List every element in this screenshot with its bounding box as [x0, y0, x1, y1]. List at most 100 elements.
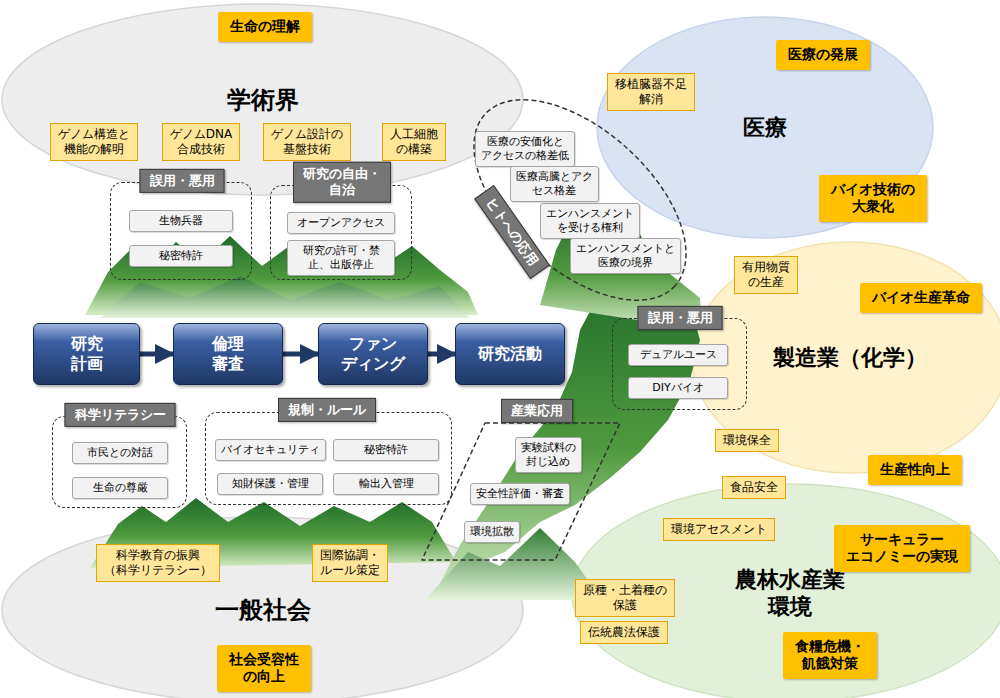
- node-label: 研究活動: [478, 344, 542, 364]
- ellipse-outline: [597, 17, 933, 238]
- text-line: 市民との対話: [87, 446, 153, 459]
- text-line: 医療: [743, 115, 787, 140]
- text-line: 計画: [71, 354, 103, 373]
- issue-item: デュアルユース: [628, 344, 728, 366]
- text-line: 製造業（化学）: [773, 345, 927, 370]
- text-line: 食品安全: [730, 480, 778, 494]
- text-line: バイオセキュリティ: [221, 443, 320, 456]
- text-line: （科学リテラシー）: [104, 563, 212, 577]
- text-line: 機能の解明: [64, 142, 124, 156]
- text-line: 止、出版停止: [308, 258, 374, 271]
- group-heading: 誤用・悪用: [638, 306, 723, 330]
- node-label: DIYバイオ: [652, 381, 703, 395]
- text-line: 原種・土着種の: [583, 583, 667, 597]
- issue-item: 輸出入管理: [333, 473, 439, 495]
- text-line: 生命の理解: [230, 18, 300, 34]
- node-label: ゲノム構造と 機能の解明: [58, 127, 130, 157]
- node-label: オープンアクセス: [297, 216, 385, 230]
- group-heading: 規制・ルール: [278, 398, 376, 422]
- text-line: 環境: [768, 594, 812, 619]
- topic-box: 人工細胞 の構築: [382, 123, 446, 161]
- text-line: 規制・ルール: [288, 402, 366, 417]
- node-label: 知財保護・管理: [232, 477, 309, 491]
- node-label: ゲノム設計の 基盤技術: [271, 127, 343, 157]
- text-line: の向上: [243, 668, 285, 684]
- text-line: エンハンスメント: [546, 207, 634, 220]
- node-label: 食品安全: [730, 480, 778, 495]
- node-label: 社会受容性 の向上: [229, 651, 299, 686]
- issue-item: DIYバイオ: [628, 377, 728, 399]
- node-label: 移植臓器不足 解消: [615, 77, 687, 107]
- issue-item: エンハンスメント を受ける権利: [540, 203, 640, 239]
- text-line: 環境拡散: [470, 525, 514, 538]
- node-label: デュアルユース: [640, 348, 717, 362]
- issue-item: 医療の安価化と アクセスの格差低: [475, 131, 575, 167]
- text-line: 安全性評価・審査: [476, 487, 564, 500]
- process-step: ファン ディング: [318, 323, 428, 385]
- node-label: 環境保全: [723, 433, 771, 448]
- text-line: の構築: [396, 142, 432, 156]
- text-line: 保護: [613, 598, 637, 612]
- goal-box: バイオ技術の 大衆化: [819, 175, 927, 222]
- text-line: セス格差: [532, 184, 576, 197]
- node-label: 倫理 審査: [212, 334, 244, 374]
- flow-connector: [283, 352, 318, 357]
- text-line: 輸出入管理: [359, 477, 414, 490]
- text-line: 伝統農法保護: [588, 625, 660, 639]
- goal-box: 生産性向上: [868, 455, 962, 485]
- node-label: エンハンスメント を受ける権利: [546, 207, 634, 235]
- topic-box: 伝統農法保護: [580, 621, 668, 644]
- text-line: オープンアクセス: [297, 216, 385, 229]
- mountain-range: [85, 205, 702, 602]
- node-label: 秘密特許: [364, 443, 408, 457]
- issue-item: 市民との対話: [72, 442, 168, 464]
- node-label: 輸出入管理: [359, 477, 414, 491]
- ellipse-outline: [692, 242, 1000, 473]
- topic-box: 国際協調・ ルール策定: [312, 544, 388, 582]
- topic-box: 環境アセスメント: [663, 518, 775, 541]
- node-label: バイオセキュリティ: [221, 443, 320, 457]
- goal-box: 生命の理解: [218, 12, 312, 42]
- issue-item: 知財保護・管理: [217, 473, 323, 495]
- node-label: 原種・土着種の 保護: [583, 583, 667, 613]
- text-line: アクセスの格差低: [481, 149, 569, 162]
- text-line: ディング: [341, 354, 405, 373]
- node-label: 生命の尊厳: [93, 481, 148, 495]
- group-heading: 誤用・悪用: [140, 169, 225, 193]
- goal-box: 社会受容性 の向上: [217, 645, 311, 692]
- node-label: 食糧危機・ 飢餓対策: [795, 638, 865, 673]
- node-label: 有用物質 の生産: [742, 260, 790, 290]
- text-line: 一般社会: [215, 596, 311, 624]
- text-line: エコノミーの実現: [846, 548, 958, 564]
- process-step: 研究活動: [455, 323, 565, 385]
- text-line: 実験試料の: [521, 441, 576, 454]
- flow-connector: [428, 352, 455, 357]
- topic-box: ゲノム設計の 基盤技術: [263, 123, 351, 161]
- text-line: 医療の安価化と: [487, 135, 564, 148]
- text-line: ゲノム構造と: [58, 127, 130, 141]
- group-heading: 産業応用: [501, 399, 573, 423]
- text-line: デュアルユース: [640, 348, 717, 361]
- group-heading: 科学リテラシー: [65, 403, 176, 427]
- text-line: 研究の許可・禁: [303, 244, 380, 257]
- goal-box: 医療の発展: [776, 40, 870, 70]
- node-label: 医療: [743, 114, 787, 142]
- text-line: 科学教育の振興: [116, 548, 200, 562]
- node-label: 学術界: [227, 85, 299, 115]
- node-label: 生命の理解: [230, 18, 300, 36]
- text-line: 科学リテラシー: [75, 407, 166, 422]
- text-line: 産業応用: [511, 403, 563, 418]
- ellipse-outline: [572, 484, 1000, 698]
- text-line: を受ける権利: [557, 221, 623, 234]
- node-label: 生物兵器: [159, 214, 203, 228]
- issue-item: 研究の許可・禁 止、出版停止: [287, 240, 395, 276]
- text-line: 移植臓器不足: [615, 77, 687, 91]
- node-label: 一般社会: [215, 595, 311, 625]
- process-step: 研究 計画: [33, 323, 140, 385]
- node-label: ゲノムDNA 合成技術: [170, 127, 232, 157]
- text-line: 人工細胞: [390, 127, 438, 141]
- issue-item: バイオセキュリティ: [215, 439, 326, 461]
- node-label: 環境アセスメント: [671, 522, 767, 537]
- text-line: ファン: [349, 334, 397, 353]
- text-line: 環境保全: [723, 433, 771, 447]
